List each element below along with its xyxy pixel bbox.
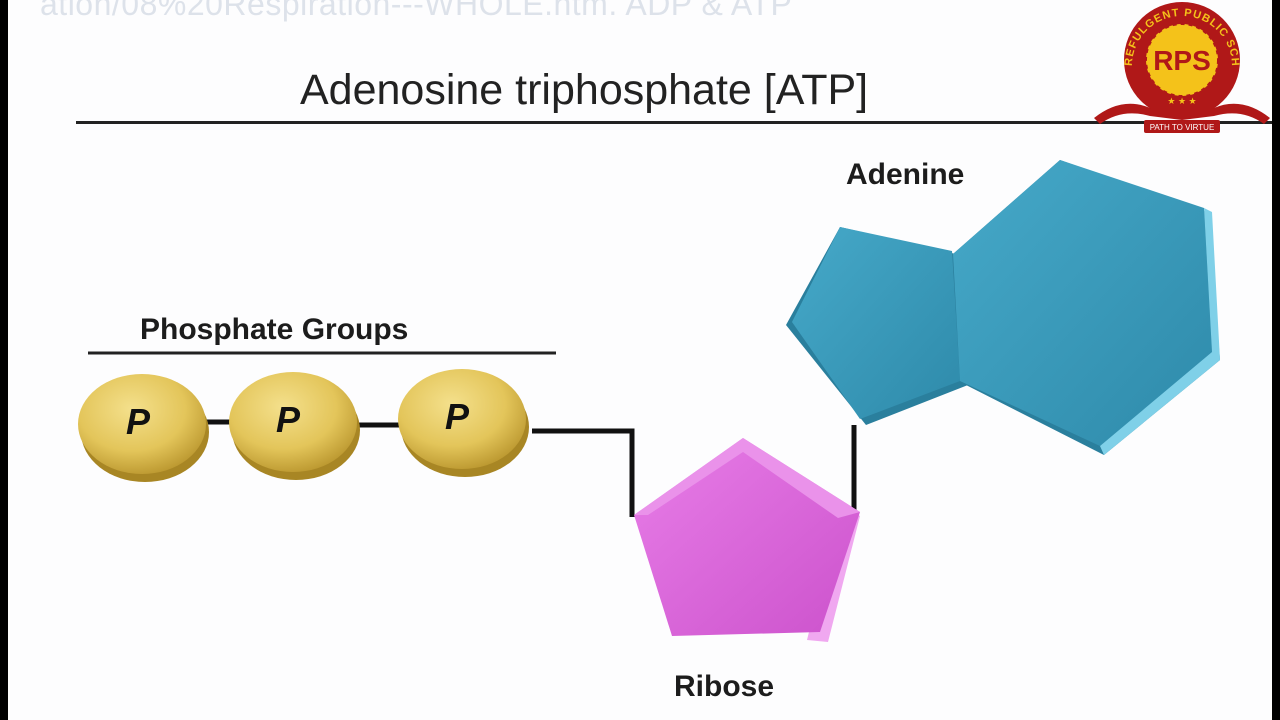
logo-motto: PATH TO VIRTUE xyxy=(1150,123,1215,132)
atp-diagram: P P P xyxy=(78,160,1220,642)
slide: ation/08%20Respiration---WHOLE.htm. ADP … xyxy=(8,0,1272,720)
ribose-label: Ribose xyxy=(674,670,775,703)
phosphate-group-1 xyxy=(78,374,209,482)
logo-initials: RPS xyxy=(1153,45,1211,76)
phosphate-groups-label: Phosphate Groups xyxy=(140,313,409,346)
adenine-rings xyxy=(786,160,1220,455)
school-logo: REFULGENT PUBLIC SCHOOLS RPS ★ ★ ★ PATH … xyxy=(1092,0,1270,133)
adenine-label: Adenine xyxy=(846,158,965,191)
phosphate-group-2 xyxy=(229,372,360,480)
phosphate-group-3 xyxy=(398,369,529,477)
overlay-url-text: ation/08%20Respiration---WHOLE.htm. ADP … xyxy=(40,0,793,22)
svg-text:★ ★ ★: ★ ★ ★ xyxy=(1167,96,1196,106)
ribose-pentagon xyxy=(634,438,860,642)
phosphate-symbol-3: P xyxy=(445,396,470,437)
phosphate-ribose-bond xyxy=(532,428,635,517)
slide-title: Adenosine triphosphate [ATP] xyxy=(300,66,869,114)
title-underline xyxy=(76,121,1272,124)
phosphate-symbol-1: P xyxy=(126,401,151,442)
phosphate-symbol-2: P xyxy=(276,399,301,440)
